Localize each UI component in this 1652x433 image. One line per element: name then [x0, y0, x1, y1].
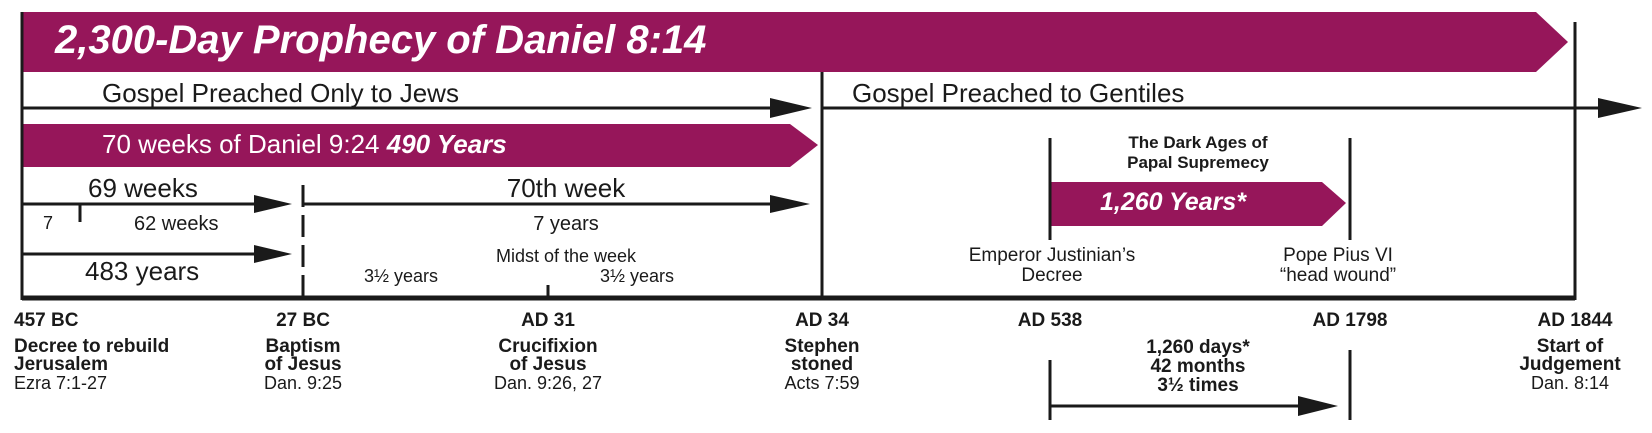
chart-title: 2,300-Day Prophecy of Daniel 8:14: [55, 18, 707, 62]
gospel-gentiles-arrowhead: [1598, 98, 1642, 118]
date-ad31: AD 31: [521, 310, 575, 331]
caption-ad1844-line1: Start of: [1536, 336, 1604, 357]
seven-years-label: 7 years: [533, 213, 599, 235]
gospel-jews-label: Gospel Preached Only to Jews: [102, 78, 459, 108]
caption-ad1844-line2: Judgement: [1519, 354, 1621, 375]
pius-line2: “head wound”: [1279, 265, 1397, 286]
caption-ad34-ref: Acts 7:59: [784, 373, 860, 393]
caption-ad1844: Start of Judgement Dan. 8:14: [1519, 336, 1621, 393]
caption-ad31-ref: Dan. 9:26, 27: [493, 373, 603, 393]
days-line3: 3½ times: [1157, 375, 1239, 396]
caption-ad34-line1: Stephen: [784, 336, 860, 357]
gospel-gentiles-label: Gospel Preached to Gentiles: [852, 78, 1185, 108]
days-line1: 1,260 days*: [1146, 337, 1250, 358]
caption-ad31-line1: Crucifixion: [498, 336, 598, 357]
pius-label: Pope Pius VI “head wound”: [1280, 246, 1396, 286]
caption-ad34: Stephen stoned Acts 7:59: [784, 336, 860, 393]
caption-457bc-line1: Decree to rebuild: [14, 336, 170, 357]
caption-ad31-line2: of Jesus: [509, 354, 587, 375]
pius-line1: Pope Pius VI: [1283, 245, 1393, 266]
seventy-weeks-years: 490 Years: [386, 129, 507, 159]
date-ad1844: AD 1844: [1537, 310, 1613, 331]
caption-ad34-line2: stoned: [790, 354, 854, 375]
date-ad34: AD 34: [795, 310, 849, 331]
caption-ad31: Crucifixion of Jesus Dan. 9:26, 27: [493, 336, 603, 393]
sixty-nine-weeks-arrowhead: [254, 195, 292, 213]
title-banner: [22, 12, 1568, 72]
caption-27bc-line2: of Jesus: [264, 354, 342, 375]
seventy-weeks-text: 70 weeks of Daniel 9:24: [102, 129, 380, 159]
days-line2: 42 months: [1150, 356, 1246, 377]
dark-ages-banner: [1050, 182, 1346, 226]
caption-27bc-ref: Dan. 9:25: [263, 373, 343, 393]
justinian-line2: Decree: [1021, 265, 1083, 286]
days-block: 1,260 days* 42 months 3½ times: [1146, 338, 1250, 395]
seventy-weeks-label: 70 weeks of Daniel 9:24 490 Years: [102, 131, 507, 157]
caption-ad1844-ref: Dan. 8:14: [1530, 373, 1610, 393]
caption-457bc-ref: Ezra 7:1-27: [14, 373, 108, 393]
dark-ages-years: 1,260 Years*: [1100, 188, 1246, 216]
seventy-weeks-banner: [22, 124, 818, 167]
date-ad538: AD 538: [1017, 310, 1083, 331]
caption-457bc-line2: Jerusalem: [14, 354, 109, 375]
dark-ages-line1: The Dark Ages of: [1128, 133, 1268, 152]
dark-ages-line2: Papal Supremecy: [1127, 153, 1269, 172]
date-27bc: 27 BC: [276, 310, 330, 331]
caption-27bc: Baptism of Jesus Dan. 9:25: [263, 336, 343, 393]
justinian-line1: Emperor Justinian’s: [968, 245, 1136, 266]
seven-weeks-label: 7: [43, 213, 54, 233]
seventieth-week-label: 70th week: [506, 173, 626, 203]
half-week-right-label: 3½ years: [600, 266, 675, 286]
sixty-two-weeks-label: 62 weeks: [134, 213, 219, 235]
four-eighty-three-arrowhead: [254, 245, 292, 263]
seventieth-week-arrowhead: [770, 195, 810, 213]
sixty-nine-weeks-label: 69 weeks: [88, 173, 198, 203]
date-457bc: 457 BC: [14, 310, 79, 331]
midst-of-week-label: Midst of the week: [495, 246, 637, 266]
days-arrowhead: [1298, 396, 1338, 416]
gospel-jews-arrowhead: [770, 98, 812, 118]
justinian-label: Emperor Justinian’s Decree: [969, 246, 1136, 286]
dark-ages-heading: The Dark Ages of Papal Supremecy: [1127, 133, 1269, 173]
half-week-left-label: 3½ years: [364, 266, 439, 286]
caption-27bc-line1: Baptism: [265, 336, 341, 357]
four-eighty-three-label: 483 years: [85, 256, 200, 286]
caption-457bc: Decree to rebuild Jerusalem Ezra 7:1-27: [14, 336, 170, 393]
date-ad1798: AD 1798: [1312, 310, 1388, 331]
